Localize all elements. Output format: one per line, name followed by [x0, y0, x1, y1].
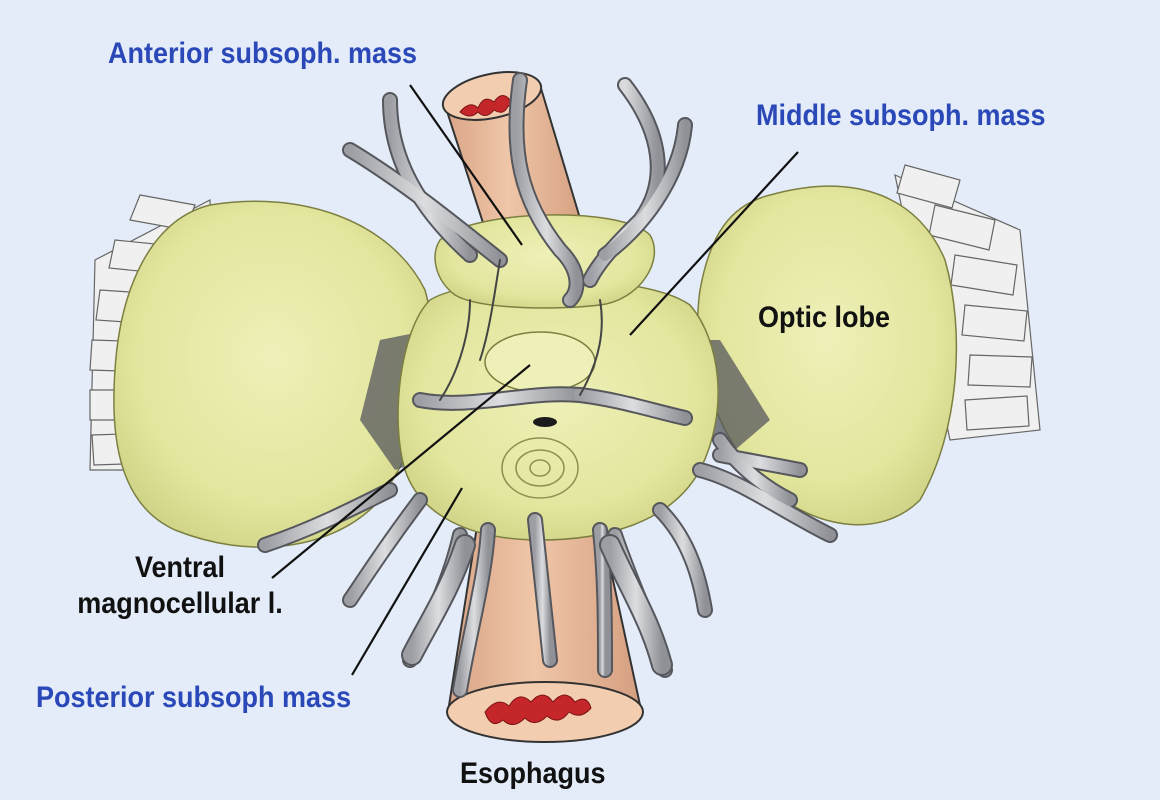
leader-lines [271, 84, 799, 676]
right-optic-fringe [894, 164, 1041, 441]
esophagus-lower [446, 519, 644, 743]
label-ventral-magnocellular-line2: magnocellular l. [77, 587, 283, 620]
leader-middle [629, 151, 799, 336]
label-optic-lobe: Optic lobe [758, 301, 891, 334]
posterior-ring-structure [501, 437, 579, 499]
anterior-subsoph-mass [434, 214, 656, 309]
nerves [257, 72, 838, 698]
leader-ventral [271, 364, 531, 579]
central-opening [533, 417, 557, 427]
esophagus-lower-lumen [484, 694, 592, 725]
leader-anterior [409, 84, 523, 246]
label-esophagus: Esophagus [460, 757, 606, 790]
label-anterior-subsoph-mass: Anterior subsoph. mass [108, 37, 418, 70]
left-optic-lobe [113, 200, 433, 548]
label-middle-subsoph-mass: Middle subsoph. mass [756, 99, 1046, 132]
label-posterior-subsoph-mass: Posterior subsoph mass [36, 681, 352, 714]
middle-subsoph-bulge [484, 331, 596, 393]
leader-posterior [351, 487, 463, 676]
right-optic-lobe [697, 185, 958, 526]
label-ventral-magnocellular-line1: Ventral [134, 551, 226, 584]
